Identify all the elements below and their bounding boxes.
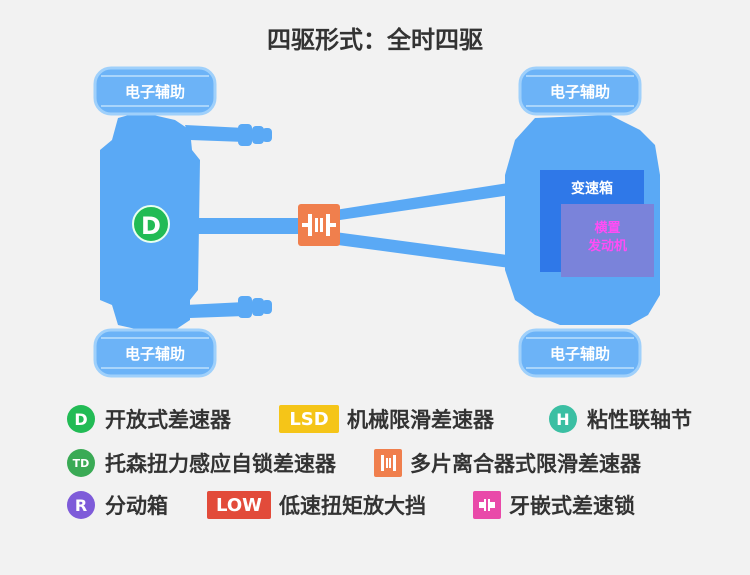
transfer-case-icon: R <box>67 491 95 519</box>
legend-label: 机械限滑差速器 <box>347 408 494 432</box>
rear-right-tire <box>518 328 642 378</box>
legend-lsd: LSD 机械限滑差速器 <box>279 404 494 434</box>
center-multi-plate-clutch-icon <box>298 204 340 246</box>
multi-plate-clutch-icon <box>374 449 402 477</box>
legend-label: 粘性联轴节 <box>587 408 692 432</box>
front-left-tire <box>93 66 217 116</box>
page-title: 四驱形式：全时四驱 <box>267 26 483 54</box>
legend-label: 开放式差速器 <box>105 408 231 432</box>
open-diff-icon: D <box>67 405 95 433</box>
lsd-icon: LSD <box>279 405 339 433</box>
rear-right-tire-label: 电子辅助 <box>549 345 610 363</box>
front-right-tire-label: 电子辅助 <box>549 83 610 101</box>
legend-transfer-case: R 分动箱 <box>67 490 168 520</box>
low-range-icon: LOW <box>207 491 271 519</box>
rear-left-tire <box>93 328 217 378</box>
legend-low: LOW 低速扭矩放大挡 <box>207 490 426 520</box>
engine-label: 横置 发动机 <box>587 221 627 254</box>
drive-shafts <box>160 178 545 272</box>
legend-dog-clutch: 牙嵌式差速锁 <box>473 490 635 520</box>
legend-label: 牙嵌式差速锁 <box>509 494 635 518</box>
legend-label: 托森扭力感应自锁差速器 <box>105 452 336 476</box>
viscous-coupling-icon: H <box>549 405 577 433</box>
rear-left-tire-label: 电子辅助 <box>124 345 185 363</box>
torsen-diff-icon: TD <box>67 449 95 477</box>
gearbox-label: 变速箱 <box>571 181 613 197</box>
dog-clutch-icon <box>473 491 501 519</box>
legend-label: 分动箱 <box>105 494 168 518</box>
legend-viscous: H 粘性联轴节 <box>549 404 692 434</box>
legend-label: 低速扭矩放大挡 <box>279 494 426 518</box>
legend-label: 多片离合器式限滑差速器 <box>410 452 641 476</box>
legend-open-diff: D 开放式差速器 <box>67 404 231 434</box>
engine: 横置 发动机 <box>561 204 654 277</box>
legend-torsen: TD 托森扭力感应自锁差速器 <box>67 448 336 478</box>
front-left-tire-label: 电子辅助 <box>124 83 185 101</box>
front-open-differential-icon: D <box>132 205 170 243</box>
front-right-tire <box>518 66 642 116</box>
legend-multi-plate: 多片离合器式限滑差速器 <box>374 448 641 478</box>
